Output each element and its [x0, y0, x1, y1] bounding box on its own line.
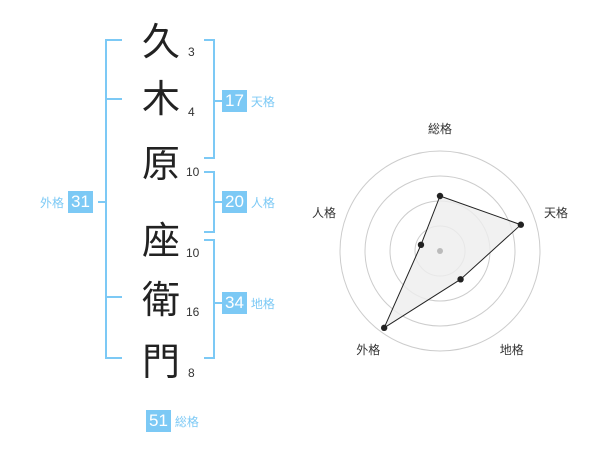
- radar-center-dot: [437, 248, 443, 254]
- gaikaku-value: 31: [68, 191, 93, 213]
- radar-axis-label: 外格: [356, 342, 381, 357]
- jinkaku-badge: 20 人格: [222, 191, 275, 213]
- chikaku-bracket: [204, 239, 215, 359]
- radar-axis-label: 天格: [544, 206, 569, 221]
- stroke-count: 3: [188, 45, 195, 59]
- radar-data-point: [457, 276, 464, 283]
- radar-data-point: [436, 192, 444, 200]
- given-char-1: 座: [141, 219, 180, 263]
- given-char-2: 衛: [141, 278, 180, 322]
- chikaku-badge: 34 地格: [222, 292, 275, 314]
- radar-axis-label: 人格: [311, 206, 336, 221]
- chikaku-label: 地格: [250, 296, 275, 311]
- radar-axis-label: 総格: [428, 122, 453, 136]
- soukaku-label: 総格: [174, 414, 199, 429]
- gaikaku-label: 外格: [40, 195, 65, 210]
- tenkaku-badge: 17 天格: [222, 90, 275, 112]
- tenkaku-value: 17: [222, 90, 247, 112]
- surname-char-1: 久: [141, 20, 180, 64]
- given-char-3: 門: [141, 340, 180, 384]
- stroke-count: 10: [186, 246, 200, 260]
- tenkaku-bracket: [204, 39, 215, 159]
- gaikaku-badge: 外格 31: [40, 191, 93, 213]
- gaikaku-bracket: [105, 39, 122, 359]
- tenkaku-label: 天格: [250, 94, 275, 109]
- radar-grid-ring: [364, 175, 516, 327]
- stroke-count: 10: [186, 165, 200, 179]
- soukaku-badge: 51 総格: [146, 410, 199, 432]
- chikaku-value: 34: [222, 292, 247, 314]
- surname-char-3: 原: [141, 142, 180, 186]
- radar-grid-ring: [339, 150, 541, 352]
- stroke-count: 16: [186, 305, 200, 319]
- radar-data-point: [517, 221, 525, 228]
- radar-axis-label: 地格: [499, 342, 524, 357]
- radar-data-polygon: [383, 195, 522, 330]
- stroke-count: 4: [188, 105, 195, 119]
- jinkaku-label: 人格: [250, 195, 275, 210]
- stroke-count: 8: [188, 366, 195, 380]
- radar-data-point: [380, 324, 388, 332]
- jinkaku-value: 20: [222, 191, 247, 213]
- soukaku-value: 51: [146, 410, 171, 432]
- radar-data-point: [417, 241, 425, 249]
- surname-char-2: 木: [141, 77, 180, 121]
